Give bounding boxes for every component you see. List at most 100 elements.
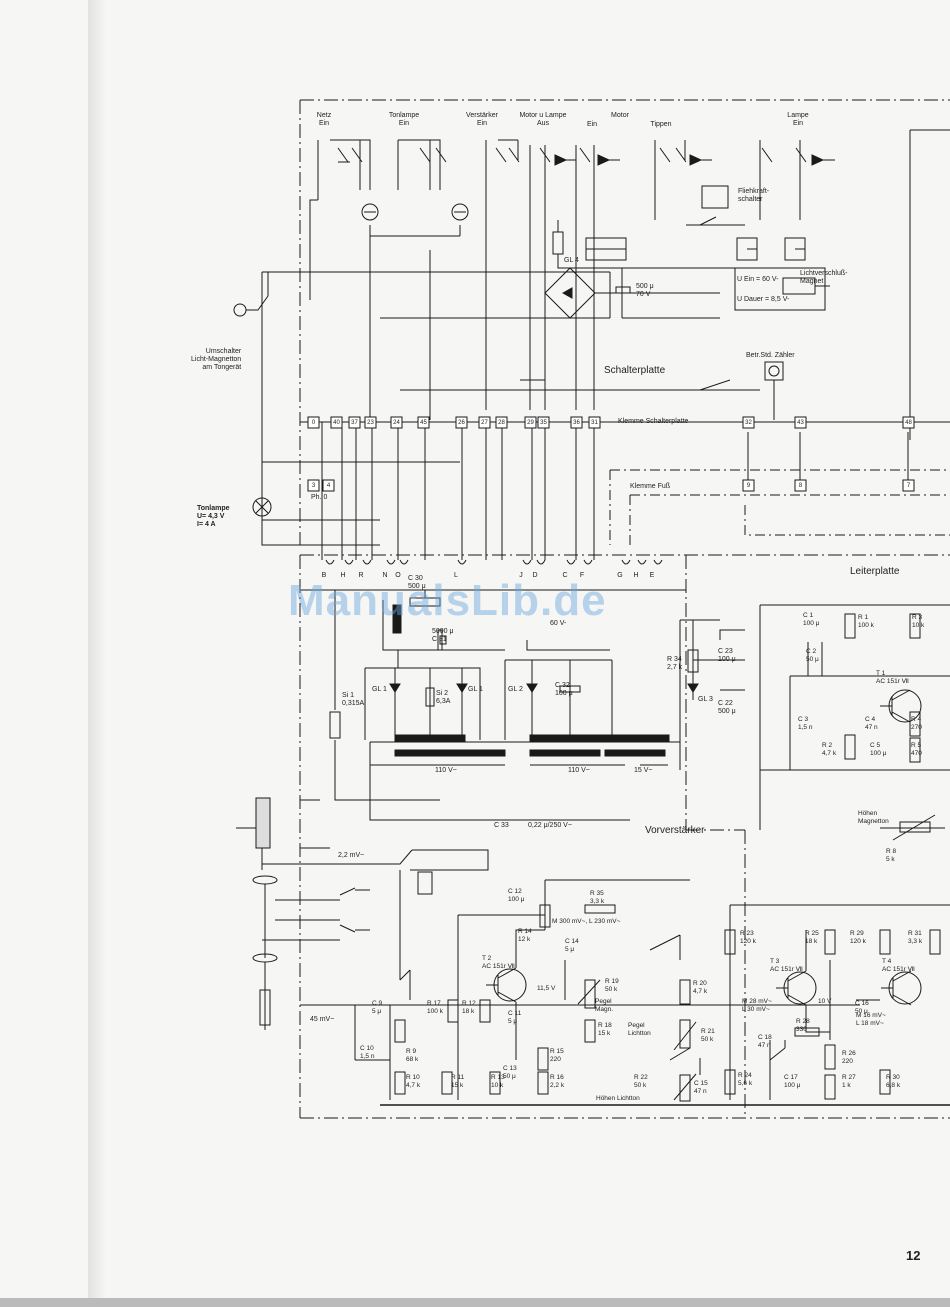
- component-label-c9: C 9 5 μ: [372, 1000, 383, 1015]
- connector-pin-C: [566, 559, 576, 565]
- component-label-m: M 300 mV~, L 230 mV~: [552, 918, 621, 925]
- umschalter-label: Umschalter Licht-Magnetton am Tongerät: [191, 348, 242, 371]
- connector-pin-J: [522, 559, 532, 565]
- connector-letter: H: [633, 572, 639, 579]
- level-22-label: 2,2 mV~: [338, 852, 365, 859]
- component-label-c17: C 17 100 μ: [784, 1074, 801, 1089]
- component-label-r12: R 12 18 k: [462, 1000, 476, 1015]
- connector-pin-F: [583, 559, 593, 565]
- gl3-label: GL 3: [698, 696, 713, 703]
- terminal-43: [794, 416, 807, 429]
- terminal-number: 35: [540, 420, 547, 426]
- component-label-hoehen_l: Höhen Lichtton: [596, 1095, 640, 1102]
- component-label-m28: M 28 mV~ L 30 mV~: [742, 998, 772, 1013]
- connector-letter: L: [454, 572, 458, 579]
- c23-label: C 23 100 μ: [718, 648, 736, 663]
- component-label-r4: R 4 270: [911, 716, 922, 731]
- switch-label-motor-lampe: Motor u Lampe Aus: [519, 112, 567, 127]
- terminal-number: 24: [393, 420, 400, 426]
- terminal-number: 29: [527, 420, 534, 426]
- component-label-c13: C 13 50 μ: [503, 1065, 517, 1080]
- gl4-label: GL 4: [564, 257, 579, 264]
- component-label-r24: R 24 5,6 k: [738, 1072, 753, 1087]
- terminal-48: [902, 416, 915, 429]
- terminal-31: [588, 416, 601, 429]
- c31-label: 5000 μ C 31: [432, 628, 454, 643]
- component-label-v10: 10 V: [818, 998, 832, 1005]
- component-label-r31: R 31 3,3 k: [908, 930, 923, 945]
- component-label-r19: R 19 50 k: [605, 978, 619, 993]
- component-label-r10: R 10 4,7 k: [406, 1074, 421, 1089]
- fuss-terminal-number: 9: [746, 483, 751, 489]
- c22-label: C 22 500 μ: [718, 700, 736, 715]
- terminal-37: [348, 416, 361, 429]
- connector-letter: R: [358, 572, 364, 579]
- connector-pin-D: [536, 559, 546, 565]
- component-label-r14: R 14 12 k: [518, 928, 532, 943]
- terminal-32: [742, 416, 755, 429]
- lichtverschluss-label: Lichtverschluß- Magnet: [800, 270, 848, 285]
- fliehkraft-label: Fliehkraft- schalter: [738, 188, 770, 203]
- watermark: ManualsLib.de: [288, 576, 607, 625]
- connector-letter: J: [519, 572, 523, 579]
- connector-letter: E: [649, 572, 655, 579]
- page-number: 12: [906, 1248, 921, 1263]
- connector-pin-O: [399, 559, 409, 565]
- terminal-35: [537, 416, 550, 429]
- ph0-label: Ph. 0: [311, 494, 328, 501]
- component-label-r29: R 29 120 k: [850, 930, 866, 945]
- component-label-c10: C 10 1,5 n: [360, 1045, 375, 1060]
- component-label-r13: R 13 10 k: [491, 1074, 505, 1089]
- v60-label: 60 V-: [550, 620, 567, 627]
- betr-zaehler-label: Betr.Std. Zähler: [746, 352, 795, 359]
- terminal-40: [330, 416, 343, 429]
- fuss-terminal-number: 7: [906, 483, 911, 489]
- component-label-c3: C 3 1,5 n: [798, 716, 813, 731]
- connector-pin-N: [386, 559, 396, 565]
- connector-letter: B: [321, 572, 327, 579]
- fuss-terminal-3: [307, 479, 320, 492]
- component-label-r26: R 26 220: [842, 1050, 856, 1065]
- terminal-number: 40: [333, 420, 340, 426]
- connector-letter: F: [579, 572, 585, 579]
- switch-label-verstaerker: Verstärker Ein: [466, 112, 498, 127]
- switch-label-netz: Netz Ein: [316, 112, 332, 127]
- gl2-label: GL 2: [508, 686, 523, 693]
- connector-letter: O: [395, 572, 401, 579]
- component-label-t1: T 1 AC 151r Ⅶ: [876, 670, 909, 685]
- terminal-number: 43: [797, 420, 804, 426]
- switch-label-tippen: Tippen: [650, 121, 672, 128]
- c33-label: C 33: [494, 822, 509, 829]
- terminal-number: 37: [351, 420, 358, 426]
- component-label-c1: C 1 100 μ: [803, 612, 820, 627]
- gl1b-label: GL 1: [468, 686, 483, 693]
- component-label-c5: C 5 100 μ: [870, 742, 887, 757]
- connector-letter: G: [617, 572, 623, 579]
- component-label-r11: R 11 15 k: [451, 1074, 465, 1089]
- c30-label: C 30 500 μ: [408, 575, 426, 590]
- section-klemme-schalterplatte: Klemme Schalterplatte: [618, 418, 689, 425]
- gl1a-label: GL 1: [372, 686, 387, 693]
- c32-label: C 32 100 μ: [555, 682, 573, 697]
- terminal-45: [417, 416, 430, 429]
- component-label-c11: C 11 5 μ: [508, 1010, 522, 1025]
- terminal-number: 0: [311, 420, 316, 426]
- u-ein-label: U Ein = 60 V-: [737, 276, 779, 283]
- component-label-r3: R 3 10 k: [912, 614, 925, 629]
- connector-pin-R: [362, 559, 372, 565]
- si1-label: Si 1 0,315A: [342, 692, 365, 707]
- component-label-c18: C 18 47 n: [758, 1034, 772, 1049]
- section-schalterplatte: Schalterplatte: [604, 365, 666, 376]
- fuss-terminal-7: [902, 479, 915, 492]
- section-klemme-fuss: Klemme Fuß: [630, 483, 671, 490]
- terminal-27: [478, 416, 491, 429]
- component-label-r23: R 23 120 k: [740, 930, 756, 945]
- section-leiterplatte: Leiterplatte: [850, 566, 900, 577]
- component-label-c14: C 14 5 μ: [565, 938, 579, 953]
- connector-pin-E: [653, 559, 663, 565]
- terminal-29: [524, 416, 537, 429]
- r34-label: R 34 2,7 k: [667, 656, 683, 671]
- component-label-r16: R 16 2,2 k: [550, 1074, 565, 1089]
- component-label-v115: 11,5 V: [537, 985, 556, 992]
- component-label-r30: R 30 6,8 k: [886, 1074, 901, 1089]
